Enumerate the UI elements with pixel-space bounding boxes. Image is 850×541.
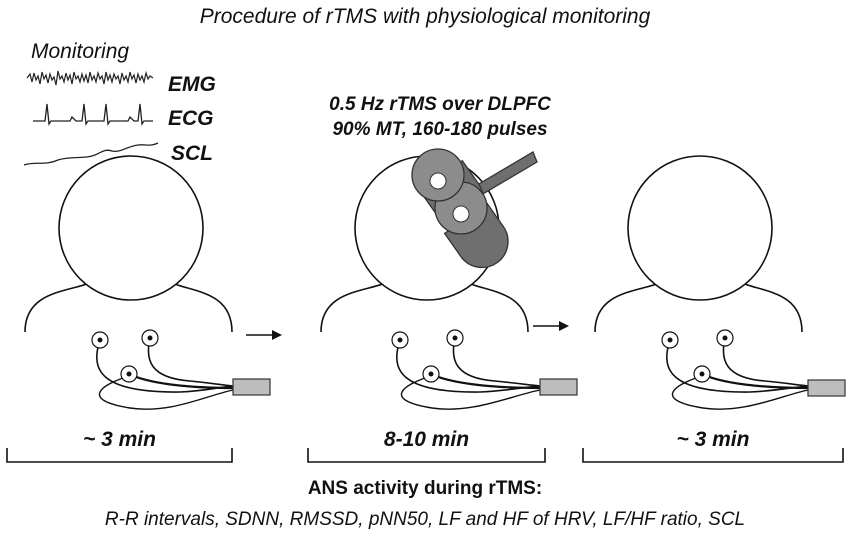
emg-trace [26, 70, 154, 86]
outcome-measures: R-R intervals, SDNN, RMSSD, pNN50, LF an… [104, 509, 746, 530]
figure-title: Procedure of rTMS with physiological mon… [199, 5, 651, 28]
coil-side [443, 202, 509, 269]
emg-label: EMG [168, 73, 216, 96]
electrode-set [661, 329, 846, 410]
phase-duration-2: 8-10 min [383, 428, 470, 451]
scl-label: SCL [171, 142, 213, 165]
phase-bracket-1 [6, 448, 233, 463]
head [58, 155, 204, 301]
subject-figure-1 [24, 155, 271, 410]
stimulation-line-2: 90% MT, 160-180 pulses [332, 119, 548, 140]
head [627, 155, 773, 301]
electrode-set [391, 329, 578, 410]
stimulation-line-1: 0.5 Hz rTMS over DLPFC [329, 94, 551, 115]
phase-duration-3: ~ 3 min [676, 428, 750, 451]
phase-duration-1: ~ 3 min [83, 428, 156, 451]
ecg-label: ECG [168, 107, 214, 130]
arrow-1-icon [246, 330, 282, 340]
stimulation-parameters: 0.5 Hz rTMS over DLPFC 90% MT, 160-180 p… [270, 92, 610, 142]
electrode-set [91, 329, 271, 410]
subject-figure-3 [594, 155, 846, 410]
tms-coil-icon [411, 148, 538, 269]
phase-bracket-2 [307, 448, 546, 463]
scl-trace [23, 142, 159, 166]
ecg-trace [33, 103, 153, 126]
phase-bracket-3 [582, 448, 844, 463]
arrow-2-icon [533, 321, 569, 331]
outcome-title: ANS activity during rTMS: [307, 478, 543, 499]
monitoring-label: Monitoring [31, 40, 130, 63]
